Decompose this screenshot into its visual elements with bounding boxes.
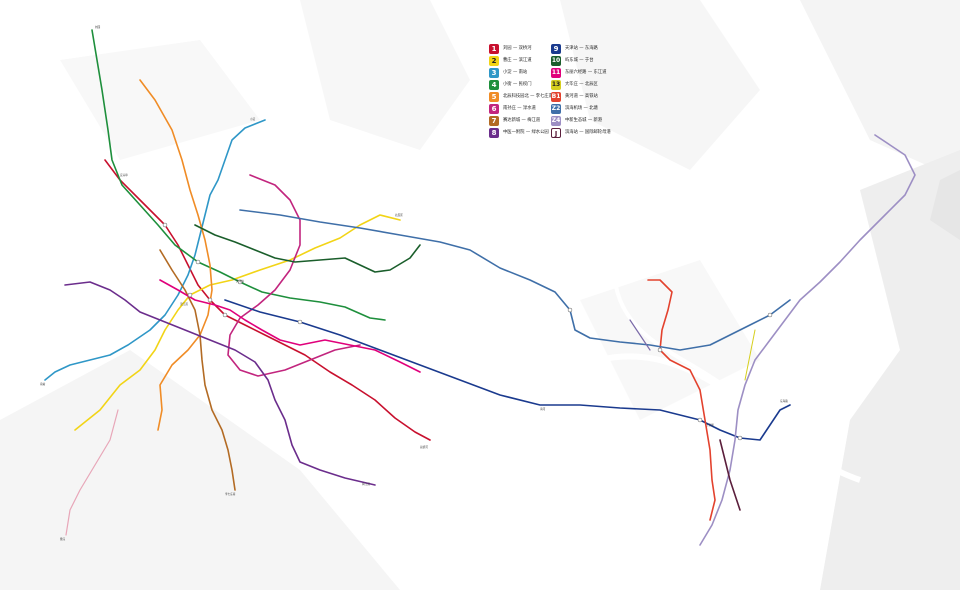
- legend-item: 9 天津站 — 东海路: [551, 44, 598, 54]
- metro-line-b1: [647, 279, 716, 521]
- legend-item: 7 赛达新城 — 梅江道: [489, 116, 540, 126]
- line-label: 东丽六经路 — 东江道: [565, 70, 607, 75]
- line-badge: 6: [489, 104, 499, 114]
- metro-line-10: [194, 224, 421, 273]
- station-label: 双桥河: [420, 445, 428, 449]
- line-label: 曹庄 — 滨江道: [503, 58, 532, 63]
- station-labels: 宜兴埠 天津站 南站 于家堡 海河 东海路 双桥河 刘园 小淀 北辰区 李七庄南…: [40, 25, 788, 541]
- line-label: 小淀 — 南站: [503, 70, 528, 75]
- legend-item: 6 南孙庄 — 渌水道: [489, 104, 536, 114]
- legend-item: 8 中医一附院 — 绿水公园: [489, 128, 549, 138]
- metro-line-6: [227, 174, 361, 377]
- legend-item: Z2 滨海机场 — 北塘: [551, 104, 598, 114]
- station-label: 天津站: [236, 279, 244, 283]
- station-label: 梅江道: [362, 482, 370, 486]
- legend-item: 10 屿东城 — 于台: [551, 56, 594, 66]
- metro-line-13: [744, 329, 756, 381]
- station-label: 刘园: [95, 25, 101, 29]
- line-badge: 10: [551, 56, 561, 66]
- metro-line-2: [74, 214, 401, 431]
- line-label: 黄河道 — 高铁站: [565, 94, 598, 99]
- line-badge: 8: [489, 128, 499, 138]
- line-badge: 11: [551, 68, 561, 78]
- line-label: 天津站 — 东海路: [565, 46, 598, 51]
- line-badge: 1: [489, 44, 499, 54]
- line-badge: 9: [551, 44, 561, 54]
- metro-line-j: [719, 439, 741, 511]
- metro-line-1: [104, 159, 431, 441]
- station-label: 于家堡: [706, 423, 714, 427]
- line-badge: 13: [551, 80, 561, 90]
- metro-line-8: [64, 281, 376, 486]
- metro-line-11: [159, 279, 421, 373]
- line-label: 赛达新城 — 梅江道: [503, 118, 541, 123]
- line-badge: Z4: [551, 116, 561, 126]
- station-label: 滨江道: [180, 302, 188, 306]
- line-label: 屿东城 — 于台: [565, 58, 594, 63]
- legend-item: J 滨海站 — 国际邮轮母港: [551, 128, 611, 138]
- metro-line-9: [224, 299, 791, 441]
- legend-item: 13 大毕庄 — 北辰区: [551, 80, 598, 90]
- legend-item: 1 刘园 — 双桥河: [489, 44, 532, 54]
- station-label: 宜兴埠: [120, 173, 128, 177]
- station-label: 海河: [540, 407, 546, 411]
- station-label: 东海路: [780, 399, 788, 403]
- line-label: 刘园 — 双桥河: [503, 46, 532, 51]
- line-label: 北辰科技园北 — 李七庄南: [503, 94, 553, 99]
- river-2: [612, 149, 742, 402]
- legend-item: Z4 中新生态城 — 新港: [551, 116, 602, 126]
- station-label: 李七庄南: [225, 492, 236, 496]
- legend-item: 4 小街 — 民权门: [489, 80, 532, 90]
- legend-item: 2 曹庄 — 滨江道: [489, 56, 532, 66]
- metro-line-5: [139, 79, 213, 431]
- metro-line-4: [91, 29, 386, 321]
- station-label: 南站: [40, 382, 46, 386]
- line-label: 南孙庄 — 渌水道: [503, 106, 536, 111]
- station-label: 曹庄: [60, 537, 66, 541]
- station-label: 北辰区: [395, 213, 403, 217]
- line-label: 中医一附院 — 绿水公园: [503, 130, 549, 135]
- line-label: 大毕庄 — 北辰区: [565, 82, 598, 87]
- line-badge: 7: [489, 116, 499, 126]
- line-badge: 4: [489, 80, 499, 90]
- line-label: 小街 — 民权门: [503, 82, 532, 87]
- legend-item: 5 北辰科技园北 — 李七庄南: [489, 92, 553, 102]
- metro-line-z4: [699, 134, 916, 546]
- legend-item: 11 东丽六经路 — 东江道: [551, 68, 606, 78]
- line-badge: 3: [489, 68, 499, 78]
- station-label: 小淀: [250, 117, 256, 121]
- line-label: 中新生态城 — 新港: [565, 118, 603, 123]
- line-badge: 5: [489, 92, 499, 102]
- metro-line-3: [44, 119, 266, 381]
- metro-line-east-tram: [629, 319, 651, 351]
- metro-line-7: [159, 249, 236, 491]
- legend-item: B1 黄河道 — 高铁站: [551, 92, 598, 102]
- line-label: 滨海站 — 国际邮轮母港: [565, 130, 611, 135]
- station-markers: [162, 222, 773, 441]
- line-badge: 2: [489, 56, 499, 66]
- line-badge: B1: [551, 92, 561, 102]
- legend-item: 3 小淀 — 南站: [489, 68, 527, 78]
- metro-line-extension: [65, 409, 119, 536]
- line-badge: J: [551, 128, 561, 138]
- line-label: 滨海机场 — 北塘: [565, 106, 598, 111]
- line-badge: Z2: [551, 104, 561, 114]
